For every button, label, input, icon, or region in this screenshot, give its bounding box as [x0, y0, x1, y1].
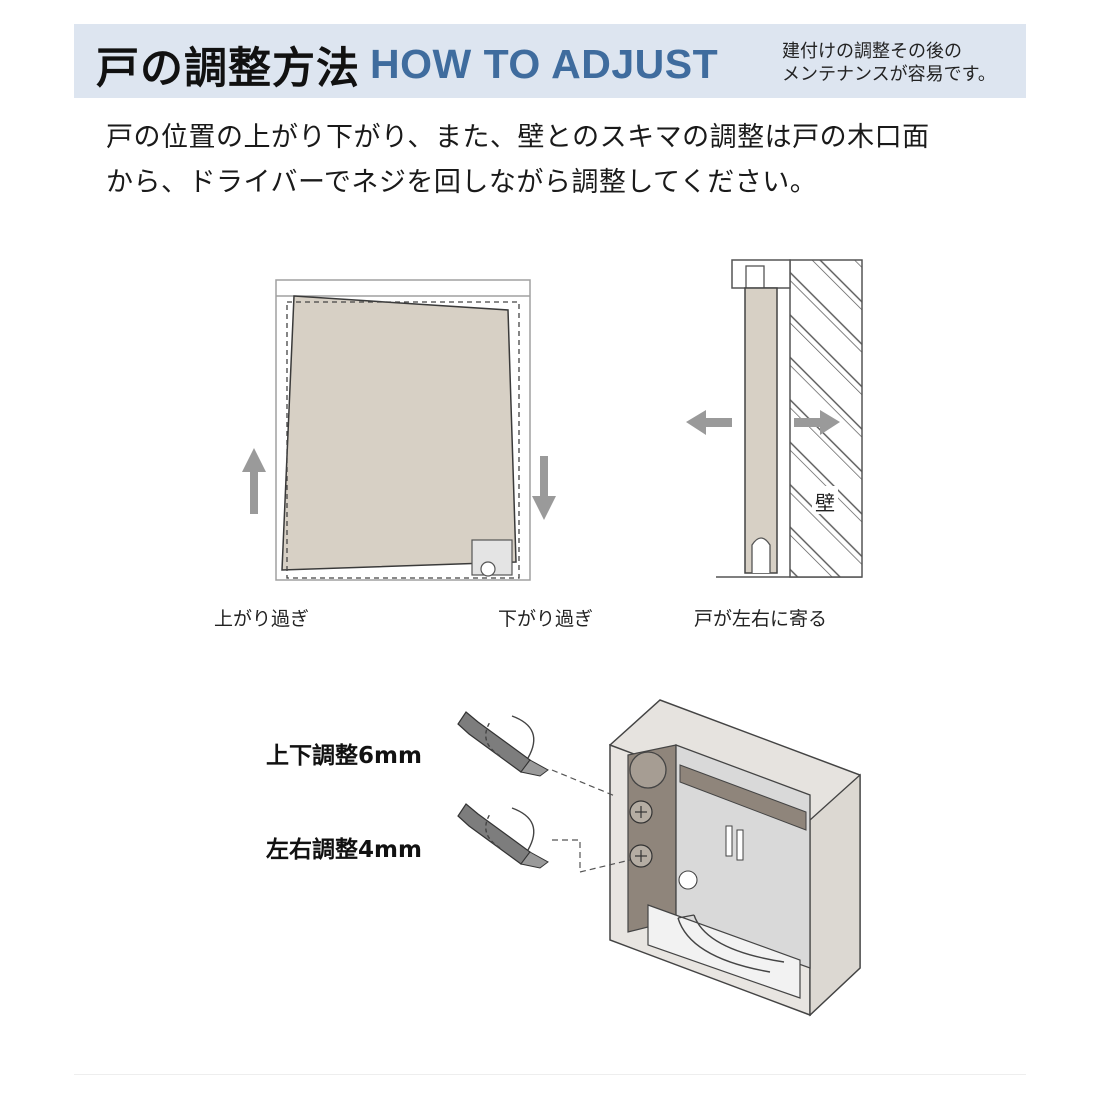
caption-door-shifts-sideways: 戸が左右に寄る [694, 608, 828, 630]
leader-line-lower [552, 839, 631, 873]
vertical-adjustment-label: 上下調整6mm [266, 743, 422, 769]
hardware-diagram [457, 699, 861, 1017]
door-tilt-diagram [242, 279, 556, 581]
rotation-icon [485, 807, 535, 851]
intro-text: 戸の位置の上がり下がり、また、壁とのスキマの調整は戸の木口面 から、ドライバーで… [106, 115, 1006, 205]
door-cross-section [744, 287, 778, 574]
intro-line-2: から、ドライバーでネジを回しながら調整してください。 [106, 167, 818, 198]
tilted-door-panel [281, 295, 517, 571]
plate-hole [678, 870, 698, 890]
title-japanese: 戸の調整方法 [96, 44, 360, 94]
adjustment-screw-upper [629, 800, 653, 824]
header-note-line-1: 建付けの調整その後の [782, 41, 962, 62]
roller-hardware-small [471, 539, 513, 577]
leader-line-upper [551, 769, 616, 797]
plate-slot-marks [725, 825, 744, 861]
arrow-right-icon [794, 410, 840, 435]
top-guide-pin [745, 265, 765, 289]
arrow-left-icon [686, 410, 732, 435]
intro-line-1: 戸の位置の上がり下がり、また、壁とのスキマの調整は戸の木口面 [106, 122, 930, 153]
plate-top-strip [679, 764, 807, 831]
header-note-line-2: メンテナンスが容易です。 [782, 64, 996, 85]
header-band [74, 24, 1026, 98]
side-view-diagram [686, 259, 863, 578]
bottom-divider [74, 1074, 1026, 1075]
horizontal-adjustment-label: 左右調整4mm [266, 837, 422, 863]
wall-label: 壁 [815, 491, 835, 515]
bottom-roller [647, 904, 801, 999]
rotation-icon [485, 715, 535, 759]
bottom-guide [751, 537, 771, 573]
top-adjust-knob [629, 751, 667, 789]
caption-rising-too-high: 上がり過ぎ [214, 608, 310, 630]
adjustment-screw-lower [629, 844, 653, 868]
caption-sinking-too-low: 下がり過ぎ [498, 608, 594, 630]
title-english: HOW TO ADJUST [370, 41, 719, 87]
arrow-down-icon [532, 456, 556, 520]
arrow-up-icon [242, 448, 266, 514]
screwdriver-icon [457, 711, 549, 777]
screwdriver-icon [457, 803, 549, 869]
door-ideal-outline [286, 301, 520, 579]
header-note: 建付けの調整その後の メンテナンスが容易です。 [782, 40, 1022, 86]
door-opening-frame [275, 279, 531, 581]
